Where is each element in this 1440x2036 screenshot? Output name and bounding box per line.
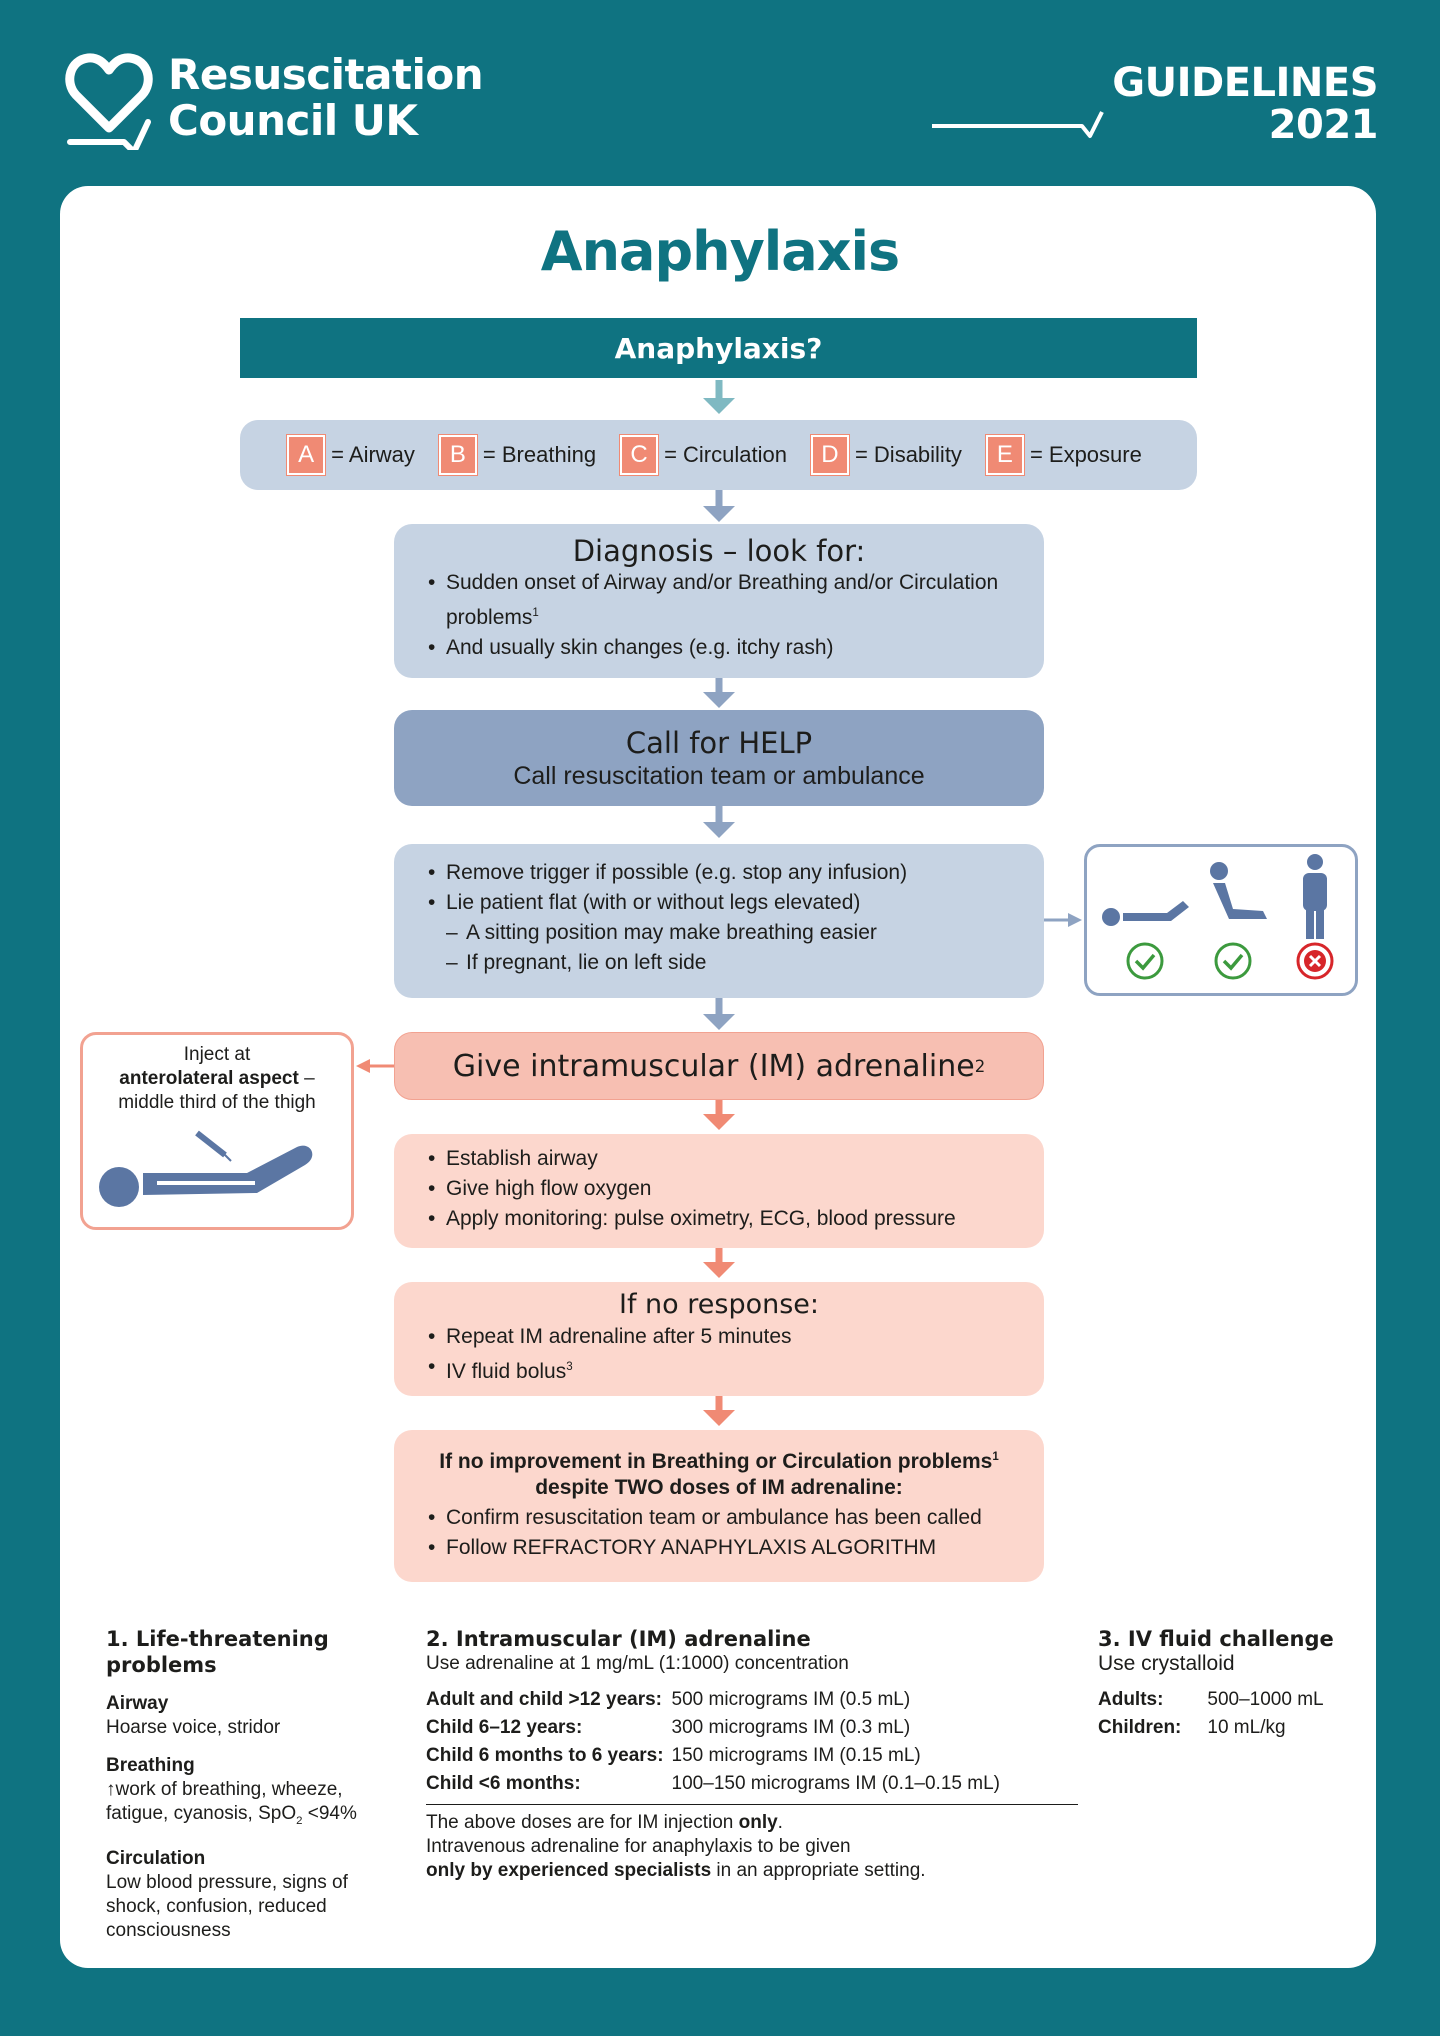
call-for-help-box: Call for HELP Call resuscitation team or… xyxy=(394,710,1044,806)
abcde-letter-a: A xyxy=(287,435,326,475)
cross-icon xyxy=(1296,942,1334,980)
footnote3-title: 3. IV fluid challenge xyxy=(1098,1627,1334,1651)
abcde-label-e: = Exposure xyxy=(1029,442,1142,467)
airway-item: Give high flow oxygen xyxy=(428,1174,1028,1204)
arrow-teal xyxy=(703,380,735,414)
injection-thigh-icon xyxy=(99,1130,313,1207)
abcde-label-c: = Circulation xyxy=(664,442,787,467)
arrow-blue-group xyxy=(703,490,1082,1030)
footnote1-title: 1. Life-threatening problems xyxy=(106,1627,329,1677)
abcde-label-b: = Breathing xyxy=(482,442,597,467)
footnote1-breathing-label: Breathing xyxy=(106,1755,195,1776)
patient-lying-icon xyxy=(1102,901,1189,926)
diagnosis-heading: Diagnosis – look for: xyxy=(572,534,866,568)
abcde-bar: A = Airway B = Breathing C = Circulation… xyxy=(240,420,1197,490)
check-icon xyxy=(1126,942,1164,980)
guidelines-label: GUIDELINES xyxy=(1112,60,1378,106)
abcde-exposure: E = Exposure xyxy=(985,435,1142,475)
footnote1-circulation-text: Low blood pressure, signs of shock, conf… xyxy=(106,1871,348,1941)
footnote1-airway-text: Hoarse voice, stridor xyxy=(106,1717,281,1738)
org-name-line1: Resuscitation xyxy=(168,50,484,99)
call-for-help-heading: Call for HELP xyxy=(625,726,813,760)
dose-row: Adult and child >12 years:500 micrograms… xyxy=(426,1689,911,1710)
positioning-item: Remove trigger if possible (e.g. stop an… xyxy=(428,858,1028,888)
footnote1-airway-label: Airway xyxy=(106,1693,169,1714)
dose-table: Adult and child >12 years:500 micrograms… xyxy=(426,1686,1008,1798)
dose-row: Child 6–12 years:300 micrograms IM (0.3 … xyxy=(426,1717,911,1738)
no-response-box: If no response: Repeat IM adrenaline aft… xyxy=(394,1282,1044,1396)
fluid-table: Adults:500–1000 mL Children:10 mL/kg xyxy=(1098,1686,1332,1742)
im-adrenaline-footnote: 2 xyxy=(974,1056,986,1076)
diagnosis-item: Sudden onset of Airway and/or Breathing … xyxy=(428,568,1028,633)
footnote3-subtitle: Use crystalloid xyxy=(1098,1652,1235,1675)
abcde-letter-e: E xyxy=(985,435,1024,475)
no-improvement-box: If no improvement in Breathing or Circul… xyxy=(394,1430,1044,1582)
abcde-disability: D = Disability xyxy=(810,435,962,475)
dose-row: Child 6 months to 6 years:150 micrograms… xyxy=(426,1745,921,1766)
patient-standing-icon xyxy=(1303,854,1327,939)
footnote1-breathing-text: ↑work of breathing, wheeze, fatigue, cya… xyxy=(106,1779,357,1827)
footnote1-circulation-label: Circulation xyxy=(106,1847,206,1869)
guidelines-check-icon xyxy=(932,111,1105,138)
abcde-letter-d: D xyxy=(810,435,849,475)
airway-item: Establish airway xyxy=(428,1144,1028,1174)
no-improvement-item: Follow REFRACTORY ANAPHYLAXIS ALGORITHM xyxy=(428,1533,1028,1563)
positioning-subitem: If pregnant, lie on left side xyxy=(428,948,1028,978)
abcde-label-d: = Disability xyxy=(854,442,962,467)
no-improvement-item: Confirm resuscitation team or ambulance … xyxy=(428,1503,1028,1533)
arrow-salmon-group xyxy=(356,1059,735,1426)
airway-item: Apply monitoring: pulse oximetry, ECG, b… xyxy=(428,1204,1028,1234)
org-name: Resuscitation Council UK xyxy=(168,50,484,145)
positioning-box: Remove trigger if possible (e.g. stop an… xyxy=(394,844,1044,998)
injection-line1: Inject at xyxy=(183,1044,251,1065)
anaphylaxis-question-banner: Anaphylaxis? xyxy=(240,318,1197,378)
diagnosis-item: And usually skin changes (e.g. itchy ras… xyxy=(428,633,1028,663)
diagnosis-box: Diagnosis – look for: Sudden onset of Ai… xyxy=(394,524,1044,678)
airway-oxygen-box: Establish airway Give high flow oxygen A… xyxy=(394,1134,1044,1248)
footnote-life-threatening: 1. Life-threatening problems Airway Hoar… xyxy=(106,1626,396,1943)
injection-line3: middle third of the thigh xyxy=(118,1092,316,1113)
org-name-line2: Council UK xyxy=(168,96,418,145)
call-for-help-detail: Call resuscitation team or ambulance xyxy=(513,762,925,790)
no-response-item: Repeat IM adrenaline after 5 minutes xyxy=(428,1322,1028,1352)
dose-row: Child <6 months:100–150 micrograms IM (0… xyxy=(426,1773,1000,1794)
footnote-iv-fluid: 3. IV fluid challenge Use crystalloid Ad… xyxy=(1098,1626,1348,1742)
positioning-subitem: A sitting position may make breathing ea… xyxy=(428,918,1028,948)
abcde-breathing: B = Breathing xyxy=(438,435,597,475)
dose-note: The above doses are for IM injection onl… xyxy=(426,1812,926,1881)
dose-divider xyxy=(426,1804,1078,1805)
page-title: Anaphylaxis xyxy=(540,220,900,283)
im-adrenaline-label: Give intramuscular (IM) adrenaline xyxy=(452,1048,975,1084)
no-response-item: IV fluid bolus3 xyxy=(428,1352,1028,1387)
abcde-letter-b: B xyxy=(438,435,477,475)
check-icon xyxy=(1214,942,1252,980)
guidelines-badge: GUIDELINES 2021 xyxy=(932,60,1379,148)
abcde-label-a: = Airway xyxy=(331,442,415,467)
heart-logo-icon xyxy=(65,53,153,150)
injection-site-panel: Inject at anterolateral aspect – middle … xyxy=(80,1032,354,1230)
guidelines-year: 2021 xyxy=(1268,102,1379,148)
no-improvement-heading: If no improvement in Breathing or Circul… xyxy=(439,1450,999,1499)
injection-site-bold: anterolateral aspect xyxy=(119,1068,299,1089)
patient-sitting-icon xyxy=(1210,862,1267,919)
footnote2-title: 2. Intramuscular (IM) adrenaline xyxy=(426,1627,811,1651)
abcde-airway: A = Airway xyxy=(287,435,415,475)
footnote-im-adrenaline: 2. Intramuscular (IM) adrenaline Use adr… xyxy=(426,1626,1086,1883)
footnote2-subtitle: Use adrenaline at 1 mg/mL (1:1000) conce… xyxy=(426,1653,849,1674)
no-response-heading: If no response: xyxy=(619,1289,819,1320)
fluid-row: Children:10 mL/kg xyxy=(1098,1717,1286,1738)
abcde-circulation: C = Circulation xyxy=(620,435,787,475)
fluid-row: Adults:500–1000 mL xyxy=(1098,1689,1324,1710)
abcde-letter-c: C xyxy=(620,435,659,475)
positions-panel xyxy=(1084,844,1358,996)
positioning-item: Lie patient flat (with or without legs e… xyxy=(428,888,1028,918)
